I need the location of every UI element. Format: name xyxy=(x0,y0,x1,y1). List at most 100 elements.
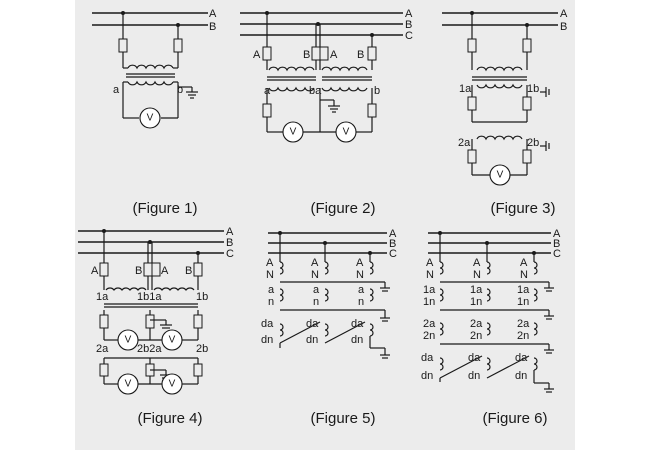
terminal-dn: dn xyxy=(515,370,527,382)
terminal-2n: 2n xyxy=(423,330,435,342)
figure-4: A B C A B A B 1a 1b1a 1b xyxy=(78,226,234,427)
secondary-winding xyxy=(127,80,174,86)
fuse xyxy=(118,38,128,53)
primary-winding xyxy=(127,64,174,70)
terminal-ba: ba xyxy=(309,85,322,97)
terminal-N: N xyxy=(520,269,528,281)
terminal-dn: dn xyxy=(468,370,480,382)
phase-label-a: A xyxy=(226,226,234,238)
terminal-1b1a: 1b1a xyxy=(137,291,162,303)
terminal-B: B xyxy=(185,265,192,277)
terminal-A: A xyxy=(473,257,481,269)
figure-6: A B C A N A N A N 1a 1n 1a 1n xyxy=(421,228,561,427)
terminal-b: b xyxy=(374,85,380,97)
terminal-2n: 2n xyxy=(517,330,529,342)
voltmeter-label: V xyxy=(147,113,154,124)
terminal-A: A xyxy=(356,257,364,269)
terminal-n: n xyxy=(313,296,319,308)
voltmeter-label: V xyxy=(169,335,176,346)
terminal-a: a xyxy=(313,284,320,296)
terminal-2a: 2a xyxy=(96,343,109,355)
fuse xyxy=(173,38,183,53)
terminal-A: A xyxy=(161,265,169,277)
terminal-b: b xyxy=(177,84,183,96)
phase-label-c: C xyxy=(389,248,397,260)
phase-label-b: B xyxy=(209,21,216,33)
terminal-N: N xyxy=(356,269,364,281)
terminal-B: B xyxy=(357,49,364,61)
terminal-N: N xyxy=(426,269,434,281)
phase-label-b: B xyxy=(389,238,396,250)
terminal-dn: dn xyxy=(351,334,363,346)
figure-2: A B C A B A B a ba xyxy=(240,8,413,217)
terminal-2b: 2b xyxy=(527,137,539,149)
phase-label-a: A xyxy=(560,8,568,20)
terminal-2b: 2b xyxy=(196,343,208,355)
terminal-A: A xyxy=(520,257,528,269)
phase-label-a: A xyxy=(209,8,217,20)
terminal-a: a xyxy=(268,284,275,296)
figure-1: A B V a xyxy=(92,8,217,217)
voltmeter-label: V xyxy=(343,127,350,138)
figure-1-caption: (Figure 1) xyxy=(132,200,197,217)
terminal-A: A xyxy=(311,257,319,269)
terminal-1n: 1n xyxy=(470,296,482,308)
voltmeter-label: V xyxy=(290,127,297,138)
terminal-1b: 1b xyxy=(527,83,539,95)
terminal-a: a xyxy=(358,284,365,296)
terminal-B: B xyxy=(303,49,310,61)
phase-label-a: A xyxy=(405,8,413,20)
terminal-2a: 2a xyxy=(517,318,530,330)
terminal-dn: dn xyxy=(306,334,318,346)
terminal-n: n xyxy=(268,296,274,308)
terminal-1a: 1a xyxy=(517,284,530,296)
terminal-B: B xyxy=(135,265,142,277)
voltmeter-label: V xyxy=(125,379,132,390)
terminal-2a: 2a xyxy=(470,318,483,330)
figure-6-caption: (Figure 6) xyxy=(482,410,547,427)
voltmeter-label: V xyxy=(125,335,132,346)
figure-2-caption: (Figure 2) xyxy=(310,200,375,217)
voltmeter xyxy=(139,107,161,129)
figure-4-caption: (Figure 4) xyxy=(137,410,202,427)
phase-label-b: B xyxy=(560,21,567,33)
terminal-1b: 1b xyxy=(196,291,208,303)
voltmeter-label: V xyxy=(169,379,176,390)
phase-label-c: C xyxy=(405,30,413,42)
terminal-A: A xyxy=(253,49,261,61)
terminal-1a: 1a xyxy=(470,284,483,296)
terminal-1a: 1a xyxy=(459,83,472,95)
terminal-a: a xyxy=(113,84,120,96)
terminal-1n: 1n xyxy=(517,296,529,308)
terminal-dn: dn xyxy=(261,334,273,346)
terminal-N: N xyxy=(266,269,274,281)
terminal-A: A xyxy=(91,265,99,277)
terminal-A: A xyxy=(266,257,274,269)
figure-3: A B 1a 1b 2a 2b xyxy=(442,8,568,217)
terminal-1a: 1a xyxy=(96,291,109,303)
phase-label-a: A xyxy=(553,228,561,240)
terminal-1n: 1n xyxy=(423,296,435,308)
terminal-da: da xyxy=(261,318,274,330)
terminal-dn: dn xyxy=(421,370,433,382)
phase-label-a: A xyxy=(389,228,397,240)
phase-label-b: B xyxy=(226,237,233,249)
terminal-2a: 2a xyxy=(458,137,471,149)
phase-label-b: B xyxy=(405,19,412,31)
figure-5-caption: (Figure 5) xyxy=(310,410,375,427)
terminal-2a: 2a xyxy=(423,318,436,330)
terminal-n: n xyxy=(358,296,364,308)
terminal-N: N xyxy=(311,269,319,281)
terminal-A: A xyxy=(426,257,434,269)
terminal-N: N xyxy=(473,269,481,281)
figure-3-caption: (Figure 3) xyxy=(490,200,555,217)
terminal-da: da xyxy=(421,352,434,364)
terminal-2n: 2n xyxy=(470,330,482,342)
terminal-A: A xyxy=(330,49,338,61)
terminal-1a: 1a xyxy=(423,284,436,296)
terminal-2b2a: 2b2a xyxy=(137,343,162,355)
phase-label-b: B xyxy=(553,238,560,250)
figure-5: A B C A N A N A N a n a n xyxy=(261,228,397,427)
